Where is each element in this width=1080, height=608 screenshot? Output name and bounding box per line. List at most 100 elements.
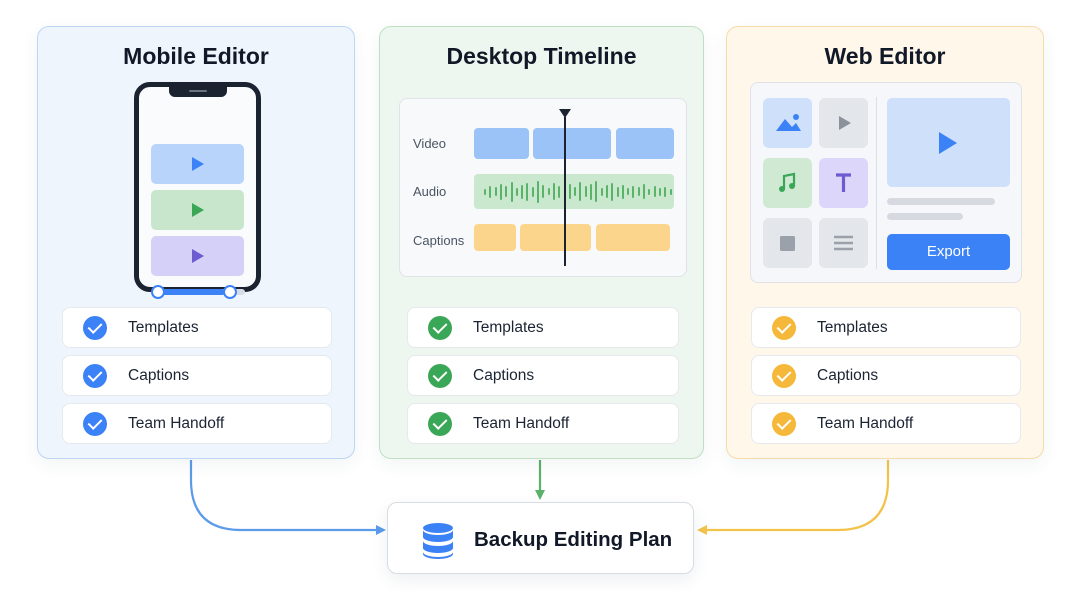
video-tile[interactable] bbox=[819, 98, 868, 148]
text-tile[interactable] bbox=[819, 158, 868, 208]
phone-mockup bbox=[134, 82, 261, 299]
preview-pane[interactable] bbox=[887, 98, 1010, 187]
waveform-bar bbox=[542, 185, 545, 198]
check-icon bbox=[428, 316, 452, 340]
track-label-video: Video bbox=[413, 136, 447, 151]
feature-row: Captions bbox=[751, 355, 1021, 396]
mobile-editor-panel: Mobile Editor Templates Captions Team Ha… bbox=[37, 26, 355, 459]
video-clip-block[interactable] bbox=[533, 128, 611, 159]
waveform-bar bbox=[605, 185, 608, 198]
layout-tile[interactable] bbox=[819, 218, 868, 268]
waveform-bar bbox=[489, 185, 492, 198]
check-icon bbox=[83, 412, 107, 436]
waveform-bar bbox=[584, 186, 587, 197]
waveform-bar bbox=[616, 186, 619, 197]
audio-waveform[interactable] bbox=[474, 174, 674, 209]
waveform-bar bbox=[621, 184, 624, 199]
image-icon bbox=[776, 114, 801, 131]
waveform-bar bbox=[558, 185, 561, 198]
feature-label: Templates bbox=[817, 319, 888, 336]
waveform-bar bbox=[484, 188, 486, 195]
text-icon bbox=[836, 173, 851, 192]
mobile-arrow-head bbox=[376, 525, 386, 535]
panel-title: Mobile Editor bbox=[123, 43, 269, 69]
video-clip-block[interactable] bbox=[474, 128, 529, 159]
waveform-bar bbox=[632, 185, 635, 198]
video-clip-block[interactable] bbox=[616, 128, 674, 159]
square-icon bbox=[780, 236, 795, 251]
backup-label: Backup Editing Plan bbox=[474, 528, 673, 551]
playhead-marker[interactable] bbox=[559, 109, 571, 118]
check-icon bbox=[772, 316, 796, 340]
waveform-bar bbox=[648, 188, 651, 195]
slider-end-handle[interactable] bbox=[223, 285, 237, 299]
waveform-bar bbox=[653, 186, 656, 197]
check-icon bbox=[83, 364, 107, 388]
toolbar-divider bbox=[876, 97, 877, 269]
waveform-bar bbox=[526, 182, 529, 201]
export-button[interactable]: Export bbox=[887, 234, 1010, 270]
video-clip[interactable] bbox=[151, 190, 244, 230]
feature-label: Team Handoff bbox=[817, 415, 914, 432]
web-editor-panel: Web Editor bbox=[726, 26, 1044, 459]
feature-row: Templates bbox=[407, 307, 679, 348]
waveform-bar bbox=[547, 188, 550, 195]
image-tile[interactable] bbox=[763, 98, 812, 148]
feature-row: Team Handoff bbox=[407, 403, 679, 444]
caption-block[interactable] bbox=[596, 224, 670, 251]
caption-block[interactable] bbox=[474, 224, 516, 251]
text-placeholder-line bbox=[887, 198, 995, 205]
music-icon bbox=[779, 172, 796, 192]
waveform-bar bbox=[637, 187, 640, 196]
waveform-bar bbox=[537, 180, 539, 203]
video-clip[interactable] bbox=[151, 236, 244, 276]
feature-label: Captions bbox=[128, 367, 190, 384]
feature-row: Captions bbox=[62, 355, 332, 396]
waveform-bar bbox=[574, 187, 577, 196]
feature-row: Team Handoff bbox=[751, 403, 1021, 444]
check-icon bbox=[428, 412, 452, 436]
web-connector bbox=[706, 460, 890, 532]
waveform-bar bbox=[499, 183, 502, 200]
mobile-connector bbox=[189, 460, 377, 532]
panel-title: Web Editor bbox=[824, 43, 946, 69]
feature-label: Captions bbox=[473, 367, 535, 384]
waveform-bar bbox=[669, 188, 672, 195]
database-icon bbox=[423, 523, 453, 559]
timeline-editor: Video Audio Captions bbox=[399, 98, 687, 277]
caption-block[interactable] bbox=[520, 224, 591, 251]
waveform-bar bbox=[505, 186, 508, 197]
playhead[interactable] bbox=[564, 117, 566, 266]
scrub-slider[interactable] bbox=[151, 285, 245, 299]
waveform-bar bbox=[600, 187, 603, 196]
play-icon bbox=[839, 116, 851, 130]
waveform-bar bbox=[658, 187, 661, 196]
web-editor-window: Export bbox=[750, 82, 1022, 283]
waveform-bar bbox=[515, 187, 518, 196]
waveform-bar bbox=[579, 182, 582, 201]
text-placeholder-line bbox=[887, 213, 963, 220]
feature-label: Team Handoff bbox=[128, 415, 225, 432]
waveform-bar bbox=[510, 181, 513, 202]
check-icon bbox=[83, 316, 107, 340]
desktop-arrow-head bbox=[535, 490, 545, 500]
desktop-timeline-panel: Desktop Timeline Video Audio Captions Te… bbox=[379, 26, 704, 459]
shape-tile[interactable] bbox=[763, 218, 812, 268]
waveform-bar bbox=[664, 186, 667, 197]
video-clip[interactable] bbox=[151, 144, 244, 184]
backup-editing-plan-box: Backup Editing Plan bbox=[387, 502, 694, 574]
play-icon bbox=[192, 157, 204, 171]
slider-start-handle[interactable] bbox=[151, 285, 165, 299]
waveform-bar bbox=[552, 183, 555, 200]
track-label-audio: Audio bbox=[413, 184, 447, 199]
feature-label: Captions bbox=[817, 367, 879, 384]
play-icon bbox=[939, 132, 957, 154]
play-icon bbox=[192, 203, 204, 217]
music-tile[interactable] bbox=[763, 158, 812, 208]
web-arrow-head bbox=[697, 525, 707, 535]
check-icon bbox=[772, 364, 796, 388]
feature-label: Templates bbox=[473, 319, 544, 336]
feature-row: Team Handoff bbox=[62, 403, 332, 444]
